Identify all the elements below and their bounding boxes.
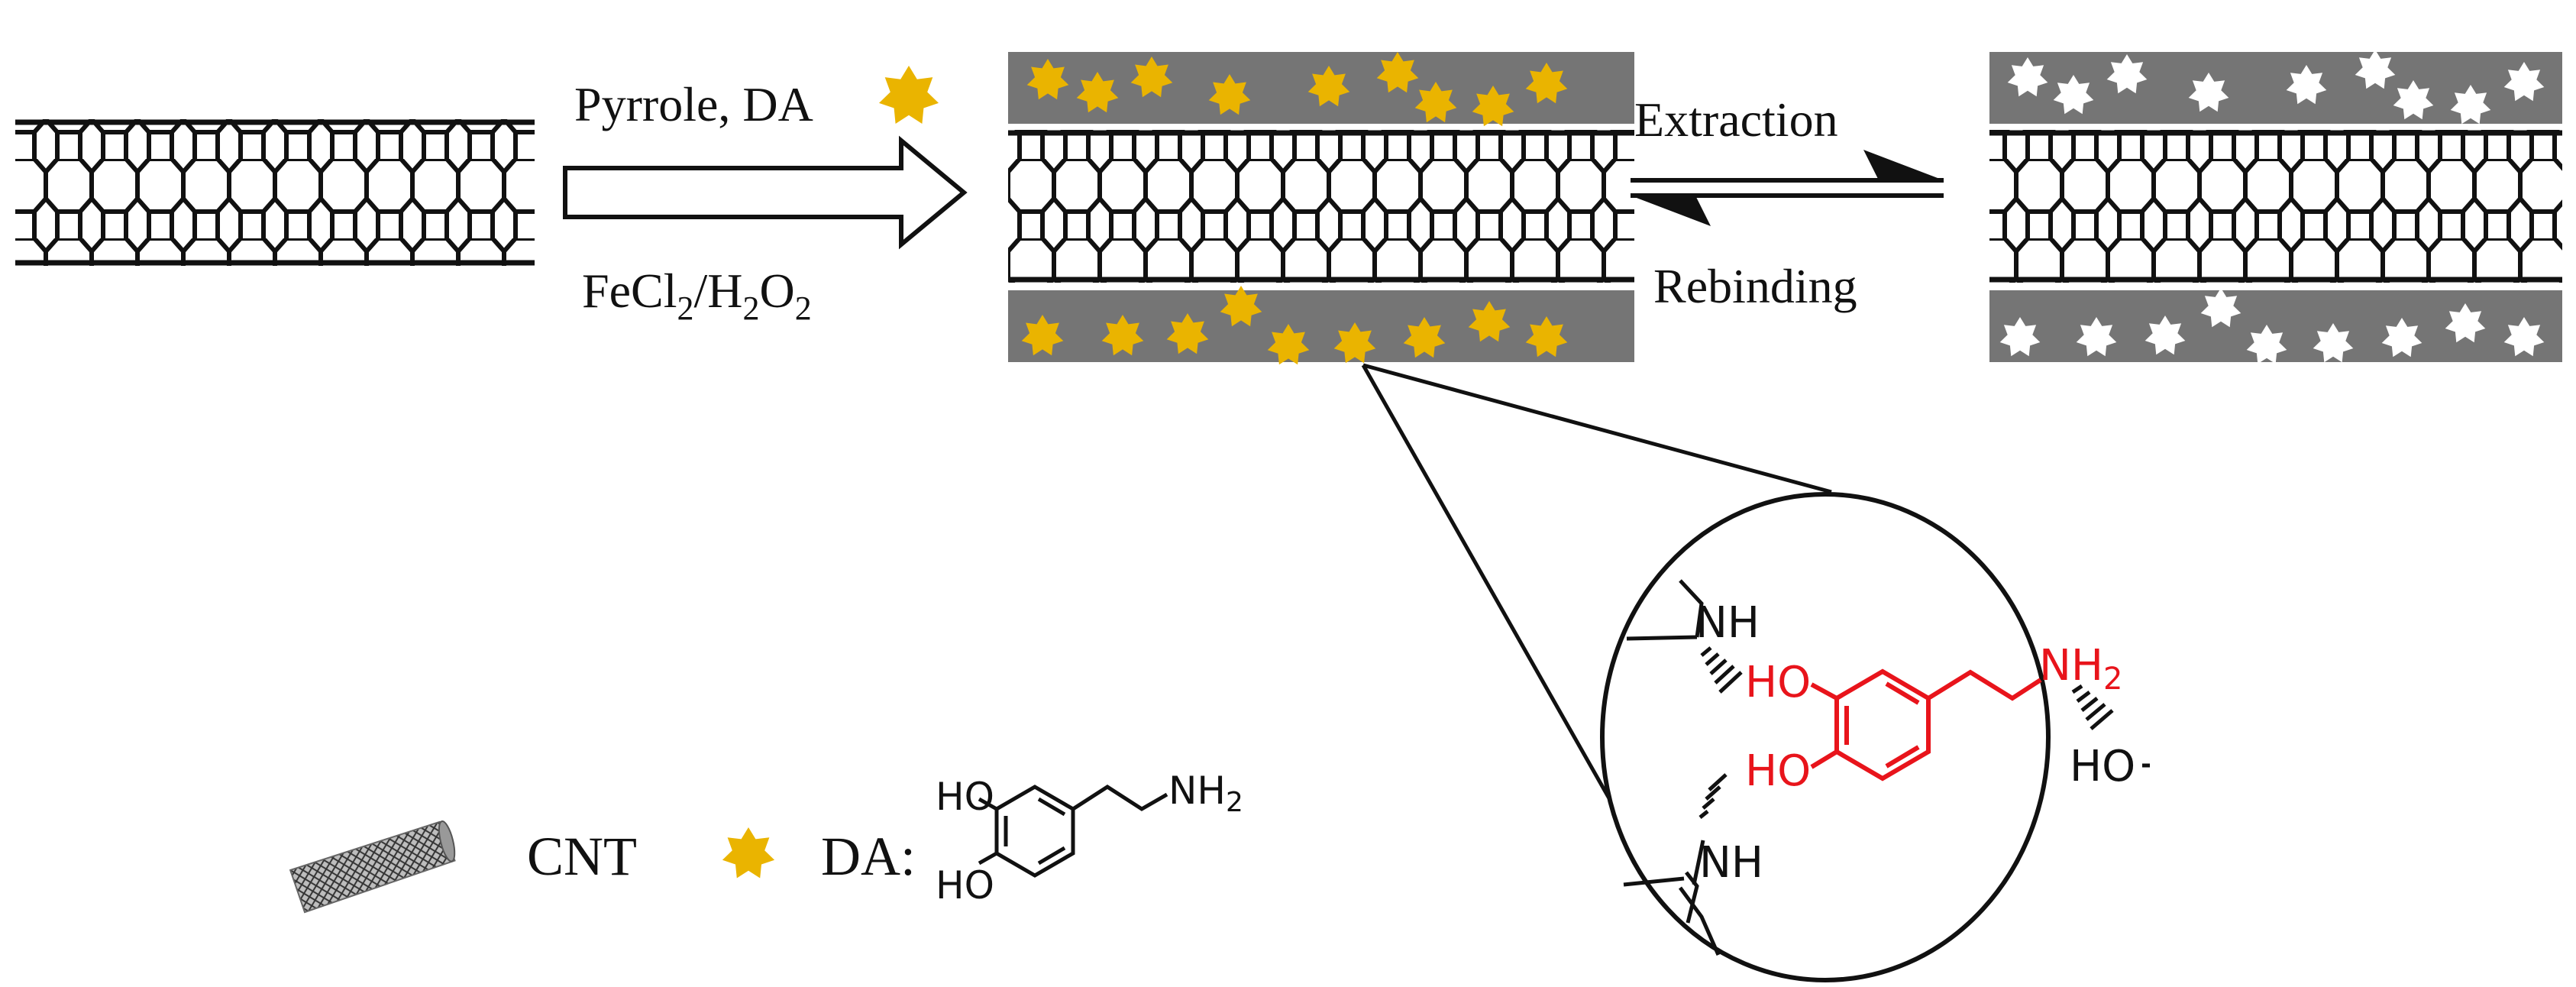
white-star-icon [1999, 317, 2041, 357]
extraction-label: Extraction [1634, 92, 1838, 147]
yellow-star-icon [722, 827, 775, 879]
dopamine-hydroxyl-label: HO [1745, 746, 1811, 796]
yellow-star-icon [1208, 74, 1251, 115]
white-star-icon [2445, 303, 2486, 343]
zoom-callout-lines [1361, 363, 1832, 817]
yellow-star-icon [1220, 286, 1262, 327]
legend-da-label: DA: [821, 826, 916, 887]
white-star-icon [2381, 318, 2422, 358]
white-star-icon [2053, 75, 2094, 115]
rebinding-label: Rebinding [1653, 259, 1857, 313]
yellow-star-icon [1468, 301, 1511, 342]
white-star-icon [2393, 80, 2434, 120]
cavity-stars-top [2007, 50, 2545, 125]
template-stars-top [1026, 52, 1568, 127]
yellow-star-icon [1333, 322, 1376, 364]
legend-hydroxyl-label: HO [936, 775, 994, 819]
cnt-lattice [15, 119, 535, 266]
polymer-nh-label: NH [1695, 598, 1760, 648]
zoom-circle: NH NH HO HO NH2 HO [1600, 492, 2150, 982]
white-star-icon [2503, 62, 2545, 102]
yellow-star-icon [1166, 313, 1209, 354]
dopamine-amine-label: NH2 [2039, 641, 2122, 697]
cavity-stars-bottom [1999, 288, 2545, 364]
yellow-star-icon [1307, 66, 1350, 107]
white-star-icon [2246, 325, 2287, 364]
white-star-icon [2007, 57, 2048, 97]
polymer-nh-label: NH [1699, 838, 1763, 888]
carbon-nanotube-icon [289, 820, 456, 914]
white-star-icon [2503, 317, 2545, 357]
legend-cnt-label: CNT [527, 826, 637, 887]
cnt-lattice [1008, 130, 1634, 283]
synthesis-arrow [563, 135, 968, 250]
yellow-star-icon [1021, 315, 1064, 356]
cnt-lattice [1989, 130, 2562, 283]
yellow-star-icon [1525, 63, 1568, 104]
white-star-icon [2188, 73, 2229, 112]
equilibrium-arrows [1631, 150, 1944, 226]
pristine-cnt [15, 119, 535, 266]
zoom-circle-outline [1600, 492, 2051, 982]
white-star-icon [2200, 288, 2241, 328]
dopamine-structure-legend [978, 785, 1168, 878]
polymer-chain-fragments [1623, 579, 2150, 956]
yellow-star-icon [1414, 82, 1457, 123]
yellow-star-icon [1376, 52, 1419, 93]
white-star-icon [2450, 85, 2491, 125]
hydrogen-bond-hashes [1698, 646, 2114, 819]
yellow-star-icon [1130, 57, 1173, 98]
yellow-star-icon [1026, 59, 1069, 100]
yellow-star-icon [1076, 72, 1119, 113]
legend-hydroxyl-label: HO [936, 863, 994, 908]
white-star-icon [2145, 316, 2186, 355]
polymer-hydroxyl-label: HO [2070, 742, 2135, 791]
yellow-star-icon [1525, 316, 1568, 358]
step1-oxidant-label: FeCl2/H2O2 [582, 264, 812, 327]
white-star-icon [2076, 317, 2117, 357]
yellow-star-icon [1101, 315, 1144, 356]
dopamine-structure-zoom [1810, 668, 2042, 782]
white-star-icon [2106, 54, 2148, 94]
white-star-icon [2313, 323, 2354, 363]
yellow-star-icon [1472, 86, 1514, 127]
step1-reagents-label: Pyrrole, DA [574, 77, 813, 131]
white-star-icon [2286, 65, 2327, 105]
yellow-star-icon [1403, 317, 1446, 358]
legend: CNT DA: HO HO NH2 [289, 769, 1243, 914]
yellow-star-icon [879, 66, 939, 124]
legend-amine-label: NH2 [1168, 769, 1243, 818]
yellow-star-icon [1267, 324, 1310, 365]
template-stars-bottom [1021, 286, 1568, 365]
white-star-icon [2355, 50, 2396, 89]
dopamine-hydroxyl-label: HO [1745, 658, 1811, 707]
